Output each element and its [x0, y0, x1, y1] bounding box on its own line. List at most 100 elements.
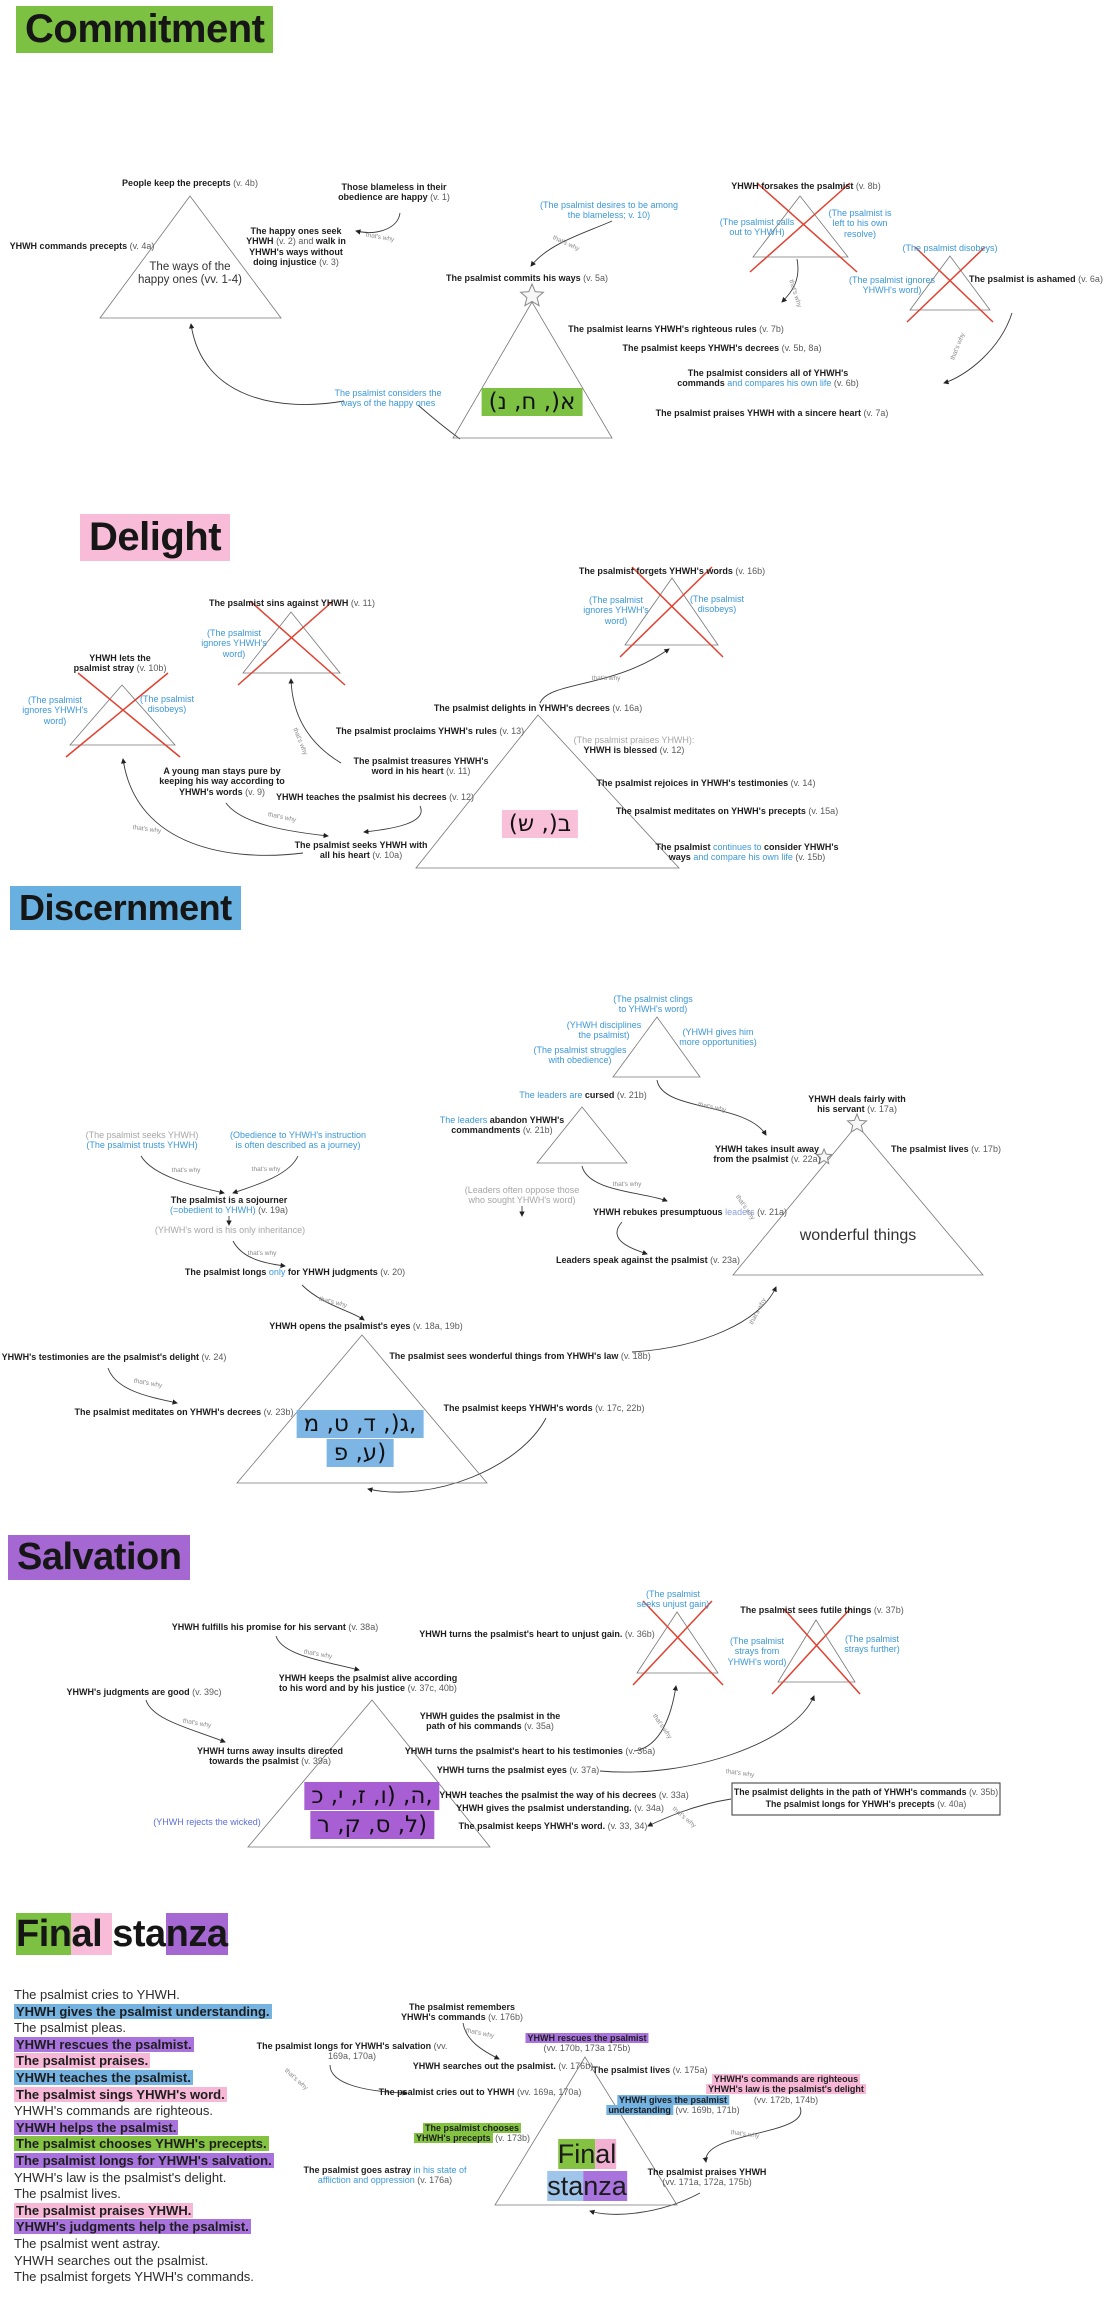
label-text: (v. 7a) — [863, 408, 889, 418]
label-text: (v. 12) — [449, 792, 474, 802]
red-x-line — [631, 566, 724, 658]
label-text: ways — [668, 852, 694, 863]
label-text: (vv. 171a, 172a, 175b) — [662, 2177, 752, 2188]
label-text: (v. 34a) — [634, 1803, 664, 1813]
diagram-label: The psalmist lives (v. 17b) — [891, 1144, 1001, 1154]
triangle-shape — [69, 684, 176, 746]
label-text: YHWH's word) — [862, 285, 922, 296]
label-text: (The psalmist clings — [613, 994, 693, 1004]
label-text: word in his heart — [371, 766, 447, 777]
thats-why-label: that's why — [251, 1166, 281, 1173]
diagram-label: YHWH fulfills his promise for his servan… — [172, 1622, 378, 1632]
final-list-item: The psalmist lives. — [14, 2186, 121, 2202]
highlighted-summary-line: YHWH helps the psalmist. — [14, 2119, 179, 2135]
label-text: only — [268, 1267, 288, 1277]
diagram-label: The psalmist forgets YHWH's words (v. 16… — [579, 566, 765, 576]
thats-why-arrow — [530, 220, 613, 267]
label-text: (v. 5b, 8a) — [781, 343, 822, 353]
thats-why-arrow — [781, 258, 799, 303]
label-text: (=obedient to YHWH) — [170, 1205, 259, 1216]
label-text: more opportunities) — [679, 1037, 757, 1048]
diagram-label: The psalmist longs for YHWH's precepts (… — [766, 1799, 967, 1809]
label-text: commands — [677, 378, 728, 389]
section-title-final-stanza: Final stanza — [14, 1912, 230, 1957]
diagram-label: The psalmist praises YHWH(vv. 171a, 172a… — [648, 2167, 767, 2188]
label-text: (The psalmist — [689, 594, 745, 604]
label-text: ways of the happy ones — [340, 398, 436, 409]
label-text: (v. 4b) — [233, 178, 258, 188]
label-text: affliction and oppression — [317, 2175, 418, 2186]
thats-why-arrow — [301, 1284, 365, 1321]
label-text: YHWH's testimonies are the psalmist's de… — [1, 1352, 202, 1362]
diagram-label: YHWH turns the psalmist's heart to his t… — [405, 1746, 656, 1756]
label-text: (The psalmist — [27, 695, 83, 705]
diagram-label: YHWH's testimonies are the psalmist's de… — [2, 1352, 227, 1362]
label-text: (v. 17a) — [867, 1104, 897, 1115]
triangle-shape — [732, 1124, 984, 1276]
label-text: The leaders — [439, 1115, 490, 1125]
label-text: (YHWH disciplines — [566, 1020, 642, 1030]
red-x-line — [65, 672, 169, 758]
label-text: YHWH turns away insults directed — [196, 1746, 344, 1756]
diagram-label: The psalmist sees wonderful things from … — [389, 1351, 650, 1361]
label-text: keeping his way according to — [159, 776, 285, 787]
label-text: (vv. 169b, 171b) — [672, 2105, 740, 2116]
label-text: (v. 40a) — [937, 1799, 967, 1809]
hebrew-letters: ה, (ו, ז, י, כ, — [304, 1782, 440, 1810]
label-text: The psalmist considers the — [334, 388, 442, 398]
triangle-shape — [236, 1334, 488, 1484]
hebrew-letters: ג(, ד, ט, מ, — [296, 1410, 424, 1438]
label-text: YHWH's words — [179, 786, 246, 797]
label-text: (v. 10a) — [372, 850, 403, 861]
diagram-label: The psalmist praises YHWH with a sincere… — [656, 408, 889, 418]
diagram-label: The psalmist longs only for YHWH judgmen… — [185, 1267, 405, 1277]
label-text: out to YHWH) — [729, 227, 785, 238]
label-text: commandments — [451, 1125, 523, 1136]
diagram-label: YHWH opens the psalmist's eyes (v. 18a, … — [269, 1321, 463, 1331]
label-text: (v. 36b) — [624, 1629, 655, 1639]
label-text: ignores YHWH's — [583, 605, 649, 616]
label-text: YHWH is blessed — [583, 745, 660, 756]
final-list-item: YHWH's law is the psalmist's delight. — [14, 2169, 227, 2185]
diagram-label: The psalmist sees futile things (v. 37b) — [740, 1605, 903, 1615]
triangle-shape — [636, 1611, 719, 1674]
label-text: leaders — [725, 1207, 758, 1217]
triangle-shape — [777, 1619, 856, 1683]
label-text: YHWH commands precepts — [9, 241, 130, 251]
diagram-label: YHWH rebukes presumptuous leaders (v. 21… — [593, 1207, 787, 1217]
red-x-line — [237, 600, 334, 686]
hebrew-letters: א(, ח, נ) — [481, 388, 583, 416]
label-text: (Leaders often oppose those — [464, 1185, 580, 1195]
label-text: (v. 23b) — [263, 1407, 294, 1417]
label-text: from the psalmist — [713, 1154, 791, 1165]
label-text: The psalmist delights in the path of YHW… — [733, 1787, 969, 1797]
label-text: YHWH rescues the psalmist — [525, 2033, 649, 2043]
label-text: the psalmist) — [578, 1030, 630, 1041]
label-text: (The psalmist calls — [719, 217, 795, 227]
label-text: happy ones (vv. 1-4) — [138, 274, 242, 287]
final-list-item: YHWH's commands are righteous. — [14, 2103, 213, 2119]
diagram-label: The psalmist sins against YHWH (v. 11) — [209, 598, 375, 608]
final-stanza-label-part: Fin — [557, 2139, 596, 2169]
thats-why-arrow — [616, 1221, 648, 1256]
final-stanza-label-part: nza — [583, 2171, 627, 2202]
thats-why-arrow — [145, 1699, 226, 1743]
label-text: The psalmist remembers — [408, 2002, 516, 2012]
label-text: path of his commands — [426, 1721, 525, 1732]
label-text: abandon YHWH's — [489, 1115, 565, 1125]
label-text: YHWH turns the psalmist's heart to his t… — [404, 1746, 626, 1756]
label-text: seeks unjust gain) — [636, 1599, 710, 1610]
label-text: (YHWH rejects the wicked) — [153, 1817, 261, 1827]
highlighted-summary-line: The psalmist chooses YHWH's precepts. — [14, 2136, 269, 2152]
final-title-part: nza — [165, 1913, 228, 1955]
label-text: word) — [43, 715, 67, 726]
label-text: (v. 4a) — [129, 241, 155, 251]
red-x-line — [783, 1608, 861, 1695]
label-text: (YHWH's word is his only inheritance) — [154, 1225, 306, 1235]
section-title-salvation: Salvation — [8, 1535, 191, 1580]
